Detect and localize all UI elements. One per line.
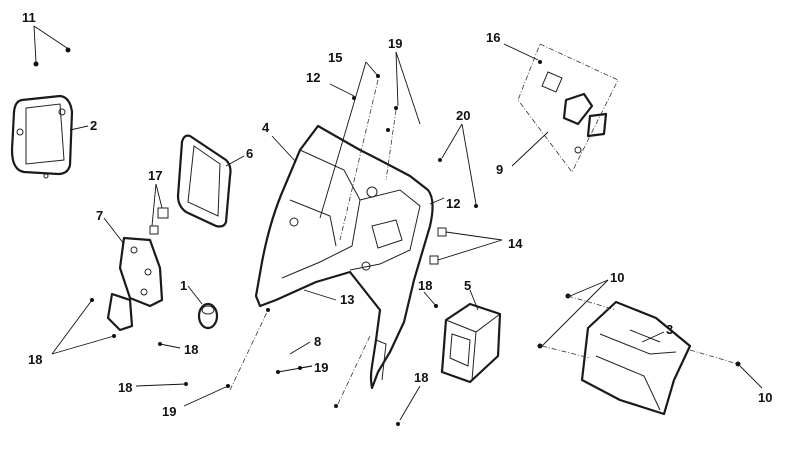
part-5-box: [440, 302, 502, 384]
callout-11: 11: [22, 10, 36, 25]
part-9-switch-panel: [517, 43, 619, 173]
callout-14: 14: [508, 236, 523, 251]
callout-12-mid: 12: [446, 196, 460, 211]
callout-7: 7: [96, 208, 103, 223]
part-2-cover-panel: [10, 94, 74, 179]
fasteners: [33, 47, 741, 426]
callout-18-bottom-left: 18: [118, 380, 132, 395]
callout-18-lower: 18: [184, 342, 198, 357]
callout-19-bottom: 19: [162, 404, 176, 419]
leader-lines: [33, 25, 763, 421]
callout-15: 15: [328, 50, 342, 65]
callout-10-right: 10: [610, 270, 624, 285]
callout-18-mid: 18: [418, 278, 432, 293]
part-17-clips: [149, 207, 169, 235]
callout-2: 2: [90, 118, 97, 133]
callout-9: 9: [496, 162, 503, 177]
callout-12-top: 12: [306, 70, 320, 85]
part-7-bracket: [106, 236, 164, 332]
callout-3: 3: [666, 322, 673, 337]
callout-13: 13: [340, 292, 354, 307]
callout-4: 4: [262, 120, 270, 135]
callout-19-mid: 19: [314, 360, 328, 375]
part-3-tray: [580, 300, 692, 416]
callout-18-left: 18: [28, 352, 42, 367]
callout-5: 5: [464, 278, 471, 293]
part-6-gasket: [176, 134, 232, 228]
callout-10-far: 10: [758, 390, 772, 405]
callout-labels: 11 2 16 15 19 12 4 20 9 6 17 12 7 14 10 …: [22, 10, 772, 419]
callout-1: 1: [180, 278, 187, 293]
callout-16: 16: [486, 30, 500, 45]
part-1-grommet: [197, 302, 219, 330]
callout-20: 20: [456, 108, 470, 123]
callout-18-bottom: 18: [414, 370, 428, 385]
callout-8: 8: [314, 334, 321, 349]
callout-6: 6: [246, 146, 253, 161]
callout-19-top: 19: [388, 36, 402, 51]
part-4-inner-cover: [254, 124, 434, 390]
callout-17: 17: [148, 168, 162, 183]
